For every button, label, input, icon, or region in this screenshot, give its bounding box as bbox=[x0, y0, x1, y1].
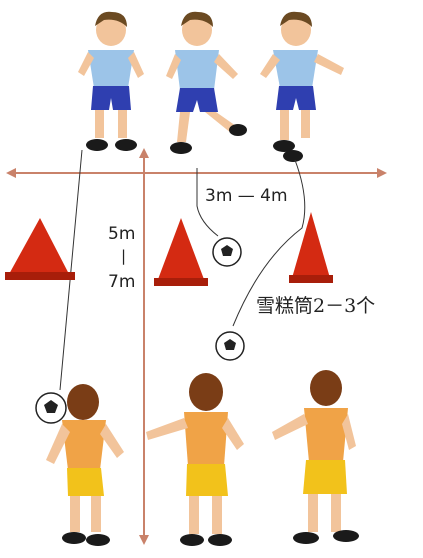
ball-left bbox=[35, 392, 67, 424]
boy-figure-3 bbox=[260, 11, 344, 162]
pass-line-3 bbox=[232, 159, 306, 327]
ball-middle bbox=[215, 331, 245, 361]
width-range-label: 3m — 4m bbox=[205, 186, 288, 206]
depth-min-label: 5m bbox=[108, 224, 136, 244]
pass-line-1 bbox=[59, 149, 83, 391]
cone-left bbox=[5, 218, 75, 280]
ball-near-cone bbox=[212, 237, 242, 267]
depth-separator: | bbox=[121, 247, 127, 265]
cone-middle bbox=[154, 218, 208, 286]
cone-right bbox=[289, 212, 333, 283]
boy-figure-2 bbox=[166, 11, 247, 154]
depth-max-label: 7m bbox=[108, 272, 136, 292]
girl-figure-1 bbox=[46, 384, 124, 546]
cones-note-label: 雪糕筒2－3个 bbox=[256, 295, 376, 317]
boy-figure-1 bbox=[78, 11, 144, 151]
pass-line-2 bbox=[196, 168, 219, 237]
girl-figure-2 bbox=[146, 373, 244, 546]
girl-figure-3 bbox=[272, 370, 359, 544]
